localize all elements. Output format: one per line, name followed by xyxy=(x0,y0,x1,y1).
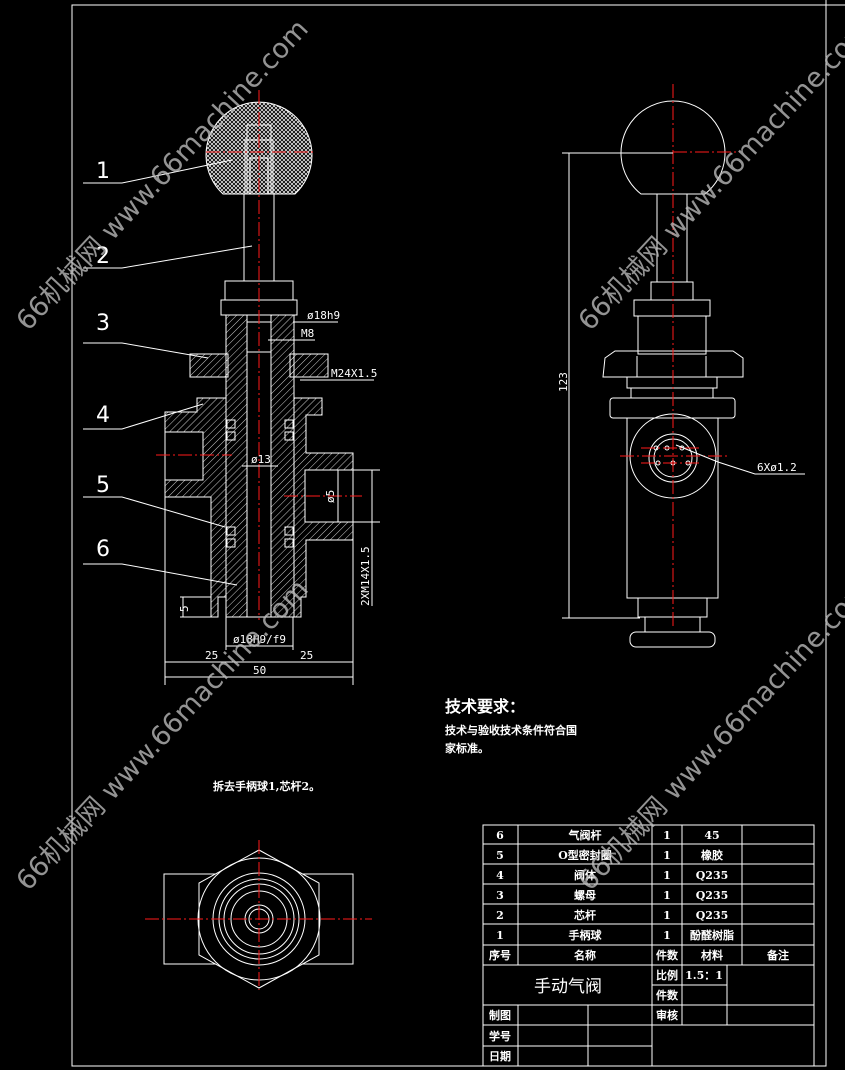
parts-cell-name: 螺母 xyxy=(574,888,596,902)
parts-cell-no: 6 xyxy=(496,829,504,842)
parts-cell-name: 阀体 xyxy=(574,868,597,882)
tech-req-line-2: 家标准。 xyxy=(445,741,489,755)
parts-cell-no: 2 xyxy=(496,909,504,922)
tech-req-line-1: 技术与验收技术条件符合国 xyxy=(445,723,577,737)
parts-cell-name: 手柄球 xyxy=(569,928,603,942)
leader-5: 5 xyxy=(96,473,110,498)
part-leaders: 1 2 3 4 5 6 xyxy=(83,159,253,586)
dim-d18h9: ø18h9 xyxy=(307,309,340,322)
dim-holes: 6Xø1.2 xyxy=(757,461,797,474)
dimensions: ø18h9 M8 M24X1.5 ø13 ø5 2XM14X1.5 5 ø18H… xyxy=(164,309,380,685)
parts-cell-no: 4 xyxy=(496,869,504,882)
drawn-label: 制图 xyxy=(489,1008,511,1022)
parts-cell-no: 5 xyxy=(496,849,504,862)
header-qty: 件数 xyxy=(656,948,679,962)
dim-m8: M8 xyxy=(301,327,314,340)
leader-2: 2 xyxy=(96,244,110,269)
parts-cell-qty: 1 xyxy=(663,909,671,922)
parts-cell-name: 芯杆 xyxy=(574,908,596,922)
parts-cell-no: 3 xyxy=(496,889,504,902)
bottom-view: 拆去手柄球1,芯杆2。 xyxy=(145,779,372,990)
parts-cell-qty: 1 xyxy=(663,829,671,842)
scale-value: 1.5：1 xyxy=(685,969,723,982)
header-note: 备注 xyxy=(766,948,789,962)
scale-label: 比例 xyxy=(656,968,678,982)
student-label: 学号 xyxy=(489,1029,511,1043)
parts-cell-name: O型密封圈 xyxy=(558,848,612,862)
parts-list-row: 6 气阀杆 1 45 xyxy=(496,828,719,842)
front-section-view: 1 2 3 4 5 6 ø18h9 M8 M24X1.5 ø13 ø5 2XM1… xyxy=(83,90,380,685)
parts-cell-material: Q235 xyxy=(696,909,729,922)
side-view: 123 6Xø1.2 xyxy=(557,84,805,648)
header-material: 材料 xyxy=(701,948,723,962)
nut xyxy=(189,353,229,378)
hex-nut xyxy=(602,350,744,378)
o-rings xyxy=(226,419,294,548)
parts-cell-material: 酚醛树脂 xyxy=(690,928,734,942)
parts-cell-material: 橡胶 xyxy=(701,848,723,862)
handle-ball xyxy=(205,101,313,195)
bottom-view-note: 拆去手柄球1,芯杆2。 xyxy=(213,779,320,793)
technical-requirements: 技术要求： 技术与验收技术条件符合国 家标准。 xyxy=(445,697,577,755)
header-name: 名称 xyxy=(574,948,596,962)
parts-list-row: 3 螺母 1 Q235 xyxy=(496,888,728,902)
leader-3: 3 xyxy=(96,311,110,336)
dim-d13: ø13 xyxy=(251,453,271,466)
parts-list-row: 4 阀体 1 Q235 xyxy=(496,868,728,882)
parts-cell-material: Q235 xyxy=(696,889,729,902)
date-label: 日期 xyxy=(489,1049,511,1063)
parts-cell-qty: 1 xyxy=(663,869,671,882)
parts-list-row: 5 O型密封圈 1 橡胶 xyxy=(496,848,723,862)
parts-list-row: 2 芯杆 1 Q235 xyxy=(496,908,728,922)
dim-m14: 2XM14X1.5 xyxy=(359,546,372,606)
drawing-frame xyxy=(71,0,845,1067)
dim-height: 123 xyxy=(557,372,570,392)
leader-4: 4 xyxy=(96,403,110,428)
parts-cell-no: 1 xyxy=(496,929,504,942)
tech-req-title: 技术要求： xyxy=(445,697,525,716)
dim-fit: ø18H9/f9 xyxy=(233,633,286,646)
dim-5: 5 xyxy=(178,605,191,612)
valve-body xyxy=(164,397,227,618)
parts-cell-name: 气阀杆 xyxy=(568,828,602,842)
dim-m24: M24X1.5 xyxy=(331,367,377,380)
watermark: 66机械网 www.66machine.com xyxy=(572,14,845,337)
parts-cell-material: 45 xyxy=(704,829,719,842)
dim-left-25: 25 xyxy=(205,649,218,662)
parts-cell-qty: 1 xyxy=(663,849,671,862)
count-label: 件数 xyxy=(656,988,679,1002)
parts-cell-material: Q235 xyxy=(696,869,729,882)
drawing-title: 手动气阀 xyxy=(534,977,602,997)
parts-cell-qty: 1 xyxy=(663,929,671,942)
watermark: 66机械网 www.66machine.com xyxy=(10,574,314,897)
review-label: 审核 xyxy=(656,1008,678,1022)
dim-right-25: 25 xyxy=(300,649,313,662)
dim-d5: ø5 xyxy=(324,490,337,503)
parts-list-row: 1 手柄球 1 酚醛树脂 xyxy=(496,928,734,942)
parts-cell-qty: 1 xyxy=(663,889,671,902)
leader-1: 1 xyxy=(96,159,110,184)
header-no: 序号 xyxy=(489,948,511,962)
dim-total: 50 xyxy=(253,664,266,677)
leader-6: 6 xyxy=(96,537,110,562)
watermarks: 66机械网 www.66machine.com 66机械网 www.66mach… xyxy=(10,14,845,897)
handle-ball-side xyxy=(620,100,726,195)
